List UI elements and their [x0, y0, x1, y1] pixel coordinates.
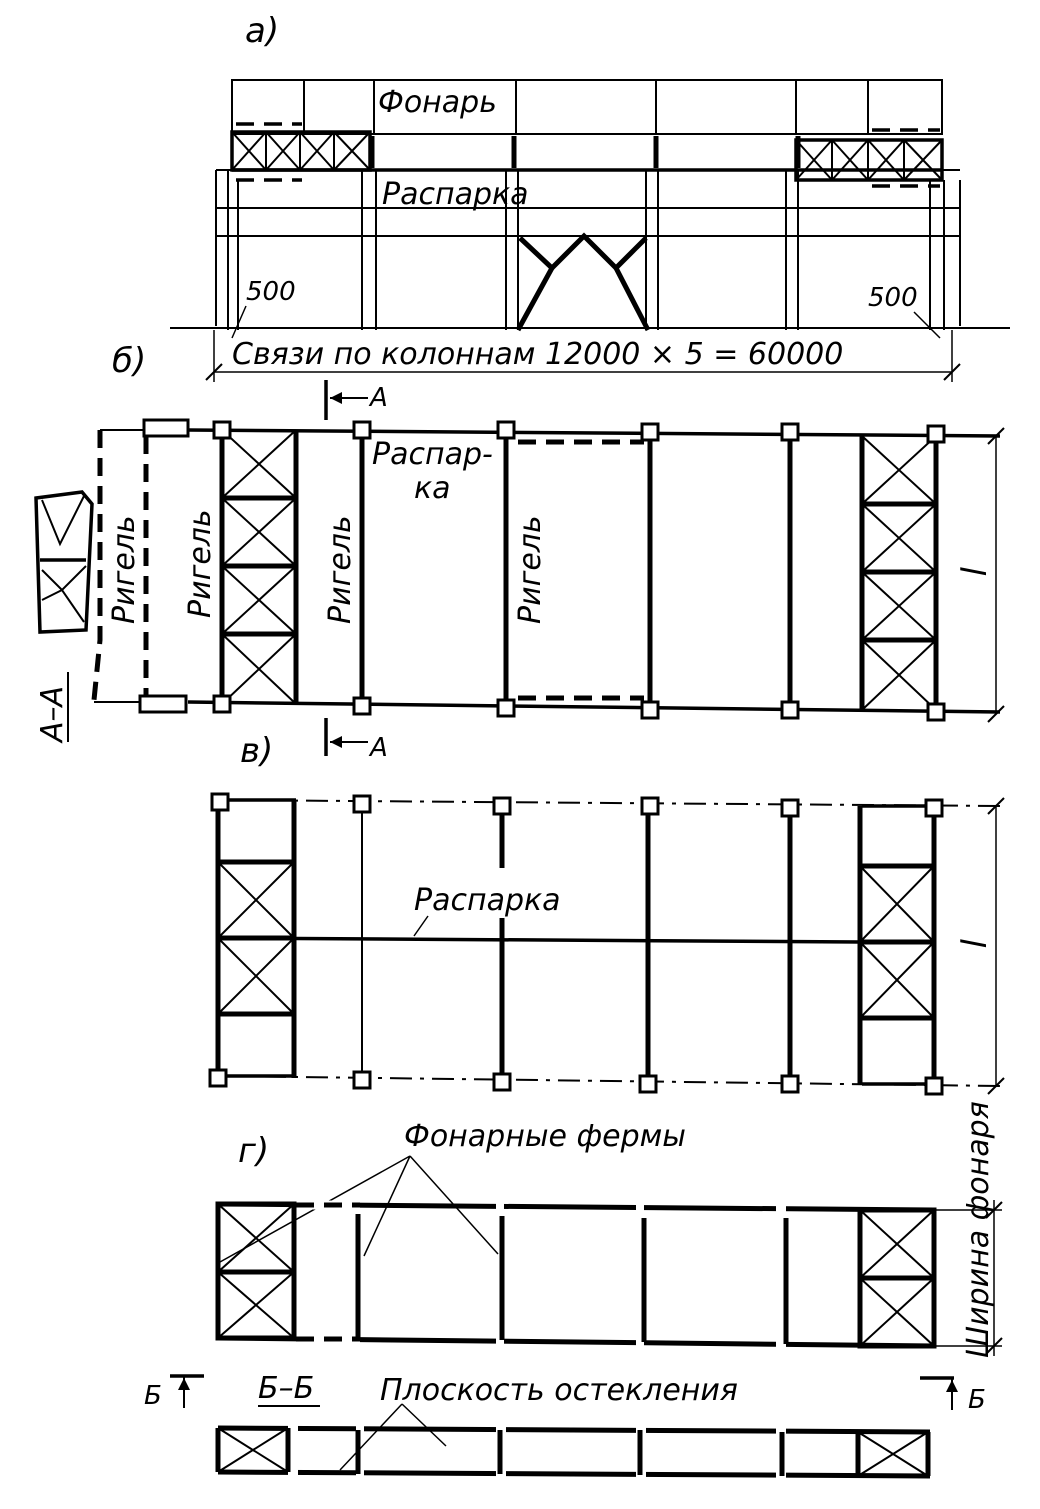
label-shirina-fonarya: Ширина фонаря — [961, 1101, 996, 1358]
lantern-cross-bracing-left — [230, 122, 372, 182]
label-rigel-1: Ригель — [107, 515, 142, 624]
section-marker-b-left: Б — [144, 1374, 204, 1411]
panel-label-g: г) — [238, 1131, 269, 1171]
lantern-width-dimension — [936, 1200, 1003, 1356]
plan-b-span-dimension — [987, 427, 1005, 723]
label-rasparka-b-1: Распар- — [372, 437, 493, 472]
panel-v-plan: в) Распарка — [208, 731, 1005, 1096]
plan-g-right-cross-bracing — [857, 1207, 937, 1349]
plan-b-columns — [212, 420, 946, 722]
label-ploskost: Плоскость остекления — [380, 1373, 738, 1408]
section-marker-b-right: Б — [920, 1376, 986, 1415]
label-rasparka-v: Распарка — [414, 883, 561, 918]
label-fonarnye-fermy: Фонарные фермы — [404, 1119, 686, 1154]
panel-b-plan: б) А А А–А — [34, 341, 1005, 763]
label-rasparka-a: Распарка — [382, 177, 529, 212]
panel-label-b: б) — [112, 341, 146, 381]
label-svyazi: Связи по колоннам 12000 × 5 = 60000 — [232, 337, 843, 372]
section-marker-a-top: А — [324, 380, 388, 420]
section-marker-a-bottom: А — [324, 718, 388, 763]
label-rasparka-b-2: ка — [414, 471, 451, 506]
label-rigel-2: Ригель — [183, 509, 218, 618]
plan-v-right-cross-bracing — [857, 863, 937, 1021]
dimension-line-60000 — [205, 330, 961, 382]
plan-v-columns — [208, 792, 944, 1096]
panel-g-lantern-plan: г) Фонарные фермы — [144, 1101, 1003, 1480]
plan-v-span-dimension — [987, 797, 1005, 1095]
plan-b-left-cross-bracing — [219, 429, 299, 705]
column-end-top — [142, 418, 190, 438]
plan-b-right-cross-bracing — [859, 435, 939, 712]
label-rigel-4: Ригель — [513, 515, 548, 624]
section-a-top-label: А — [368, 383, 388, 413]
chord-breaks — [296, 1200, 786, 1350]
panel-a-elevation: а) — [170, 11, 1010, 382]
section-b-left-label: Б — [144, 1381, 162, 1411]
section-aa-sketch — [34, 429, 144, 703]
section-b-right-label: Б — [968, 1385, 986, 1415]
label-rigel-3: Ригель — [323, 515, 358, 624]
lantern-cross-bracing-right — [794, 128, 944, 188]
column-end-bottom — [138, 694, 188, 714]
lantern-frame — [231, 79, 943, 172]
column-bracing-portal — [515, 232, 651, 332]
panel-label-a: а) — [245, 11, 279, 51]
dim-500-right: 500 — [868, 283, 918, 313]
section-bb-strip — [215, 1423, 931, 1480]
label-fonar: Фонарь — [378, 85, 497, 120]
label-span-l-b: l — [951, 566, 991, 576]
label-section-aa: А–А — [35, 686, 70, 744]
panel-label-v: в) — [240, 731, 273, 771]
dim-500-left: 500 — [246, 277, 296, 307]
section-a-bottom-label: А — [368, 733, 388, 763]
label-span-l-v: l — [951, 938, 991, 948]
label-section-bb: Б–Б — [258, 1371, 314, 1406]
plan-g-left-cross-bracing — [215, 1201, 297, 1341]
main-frame — [170, 169, 1010, 330]
